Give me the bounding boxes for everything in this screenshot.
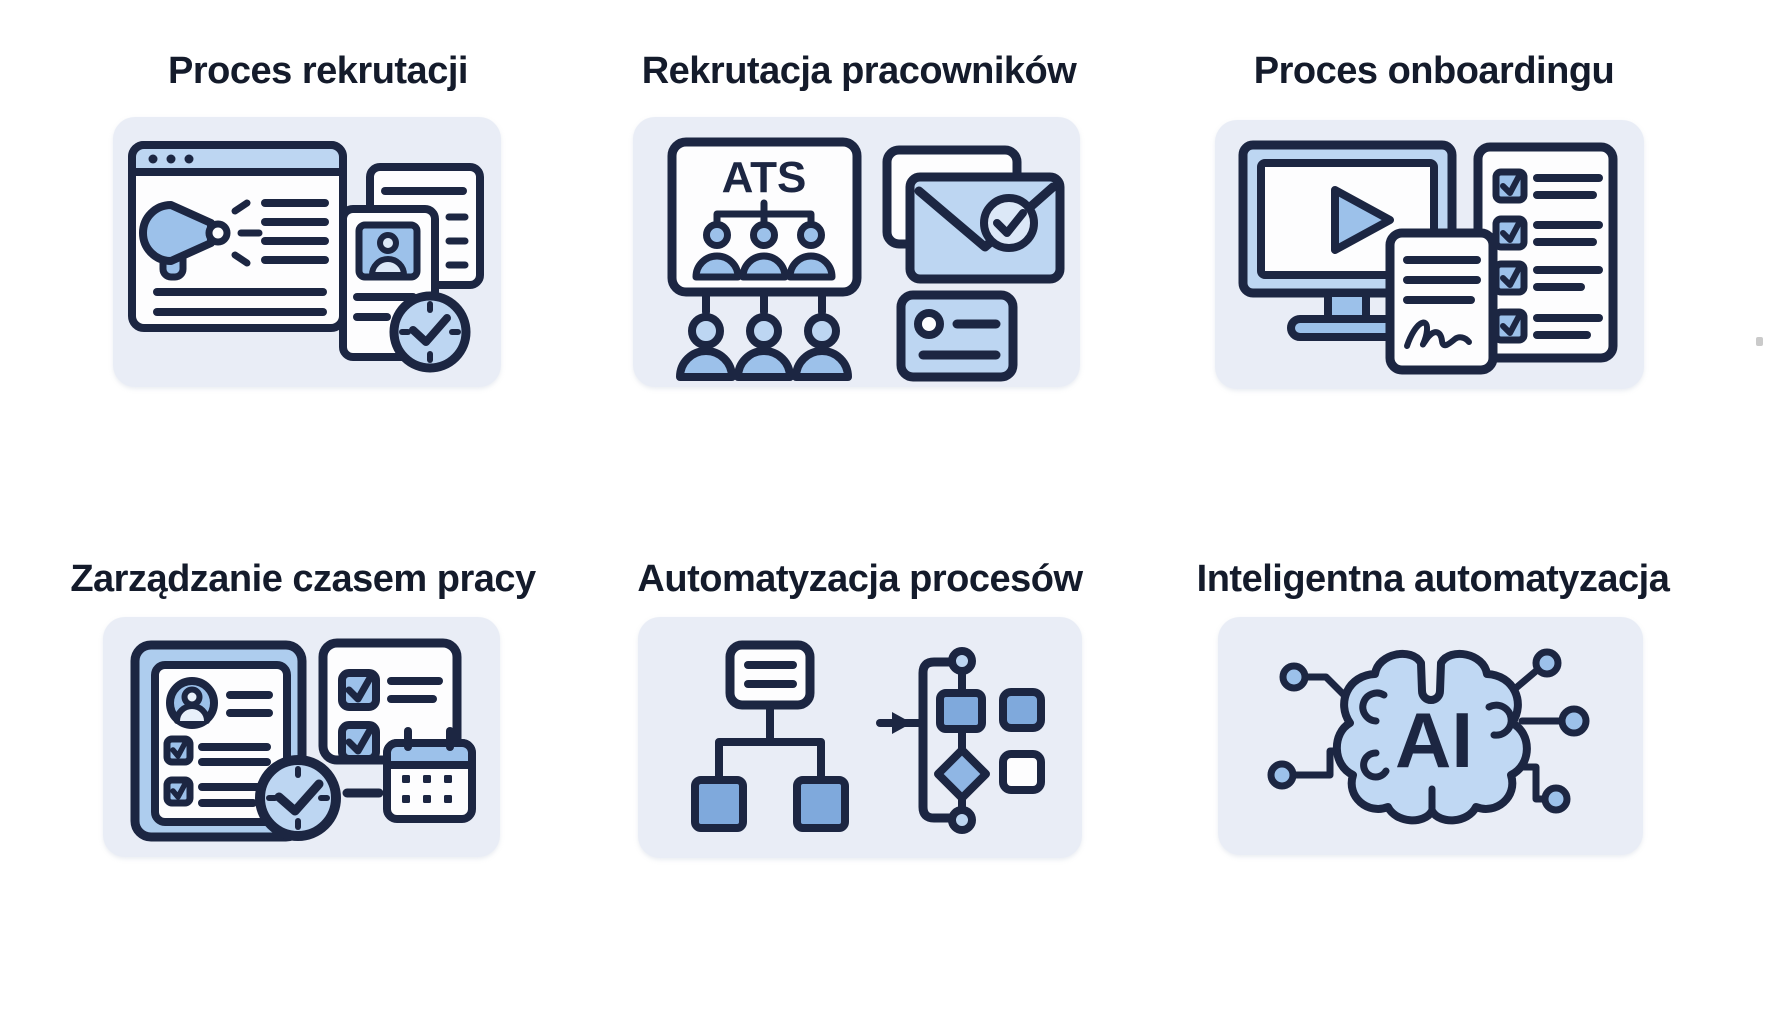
card-rekrutacja-pracownikow: ATS bbox=[633, 117, 1080, 387]
envelope-check-icon bbox=[882, 145, 1065, 284]
onboarding-illustration bbox=[1238, 140, 1618, 375]
ats-label: ATS bbox=[722, 153, 807, 202]
card-automatyzacja-procesow bbox=[638, 617, 1082, 858]
ai-automation-illustration: AI bbox=[1267, 648, 1590, 825]
card-title-zarzadzanie-czasem-pracy: Zarządzanie czasem pracy bbox=[70, 558, 536, 600]
ai-brain-circuit-icon: AI bbox=[1332, 650, 1531, 825]
card-title-proces-onboardingu: Proces onboardingu bbox=[1253, 50, 1615, 92]
signed-document-icon bbox=[1385, 228, 1498, 375]
id-badge-icon bbox=[896, 290, 1018, 382]
clock-check-icon bbox=[255, 755, 384, 841]
megaphone-icon bbox=[139, 199, 263, 281]
card-title-rekrutacja-pracownikow: Rekrutacja pracowników bbox=[641, 50, 1077, 92]
process-automation-illustration bbox=[691, 640, 1045, 834]
employee-profile-card-icon bbox=[130, 640, 307, 842]
card-title-automatyzacja-procesow: Automatyzacja procesów bbox=[637, 558, 1083, 600]
ats-org-chart-icon: ATS bbox=[667, 137, 862, 297]
stray-mark bbox=[1756, 337, 1763, 346]
time-management-illustration bbox=[130, 638, 476, 842]
calendar-icon bbox=[383, 727, 476, 823]
ats-illustration: ATS bbox=[667, 137, 1065, 382]
ai-label: AI bbox=[1395, 696, 1473, 784]
card-title-inteligentna-automatyzacja: Inteligentna automatyzacja bbox=[1196, 558, 1670, 600]
checklist-icon bbox=[1473, 142, 1618, 363]
arrow-icon bbox=[892, 712, 912, 734]
task-checklist-icon bbox=[318, 638, 462, 765]
hierarchy-flowchart-icon bbox=[691, 640, 849, 832]
process-flow-branch-icon bbox=[876, 647, 1045, 834]
recruitment-illustration bbox=[128, 141, 484, 373]
candidates-icon bbox=[676, 289, 852, 381]
card-inteligentna-automatyzacja: AI bbox=[1218, 617, 1643, 855]
browser-window-icon bbox=[128, 141, 347, 332]
card-zarzadzanie-czasem-pracy bbox=[103, 617, 500, 857]
card-proces-rekrutacji bbox=[113, 117, 501, 387]
card-proces-onboardingu bbox=[1215, 120, 1644, 389]
card-title-proces-rekrutacji: Proces rekrutacji bbox=[168, 50, 468, 92]
clock-check-icon bbox=[389, 291, 471, 373]
